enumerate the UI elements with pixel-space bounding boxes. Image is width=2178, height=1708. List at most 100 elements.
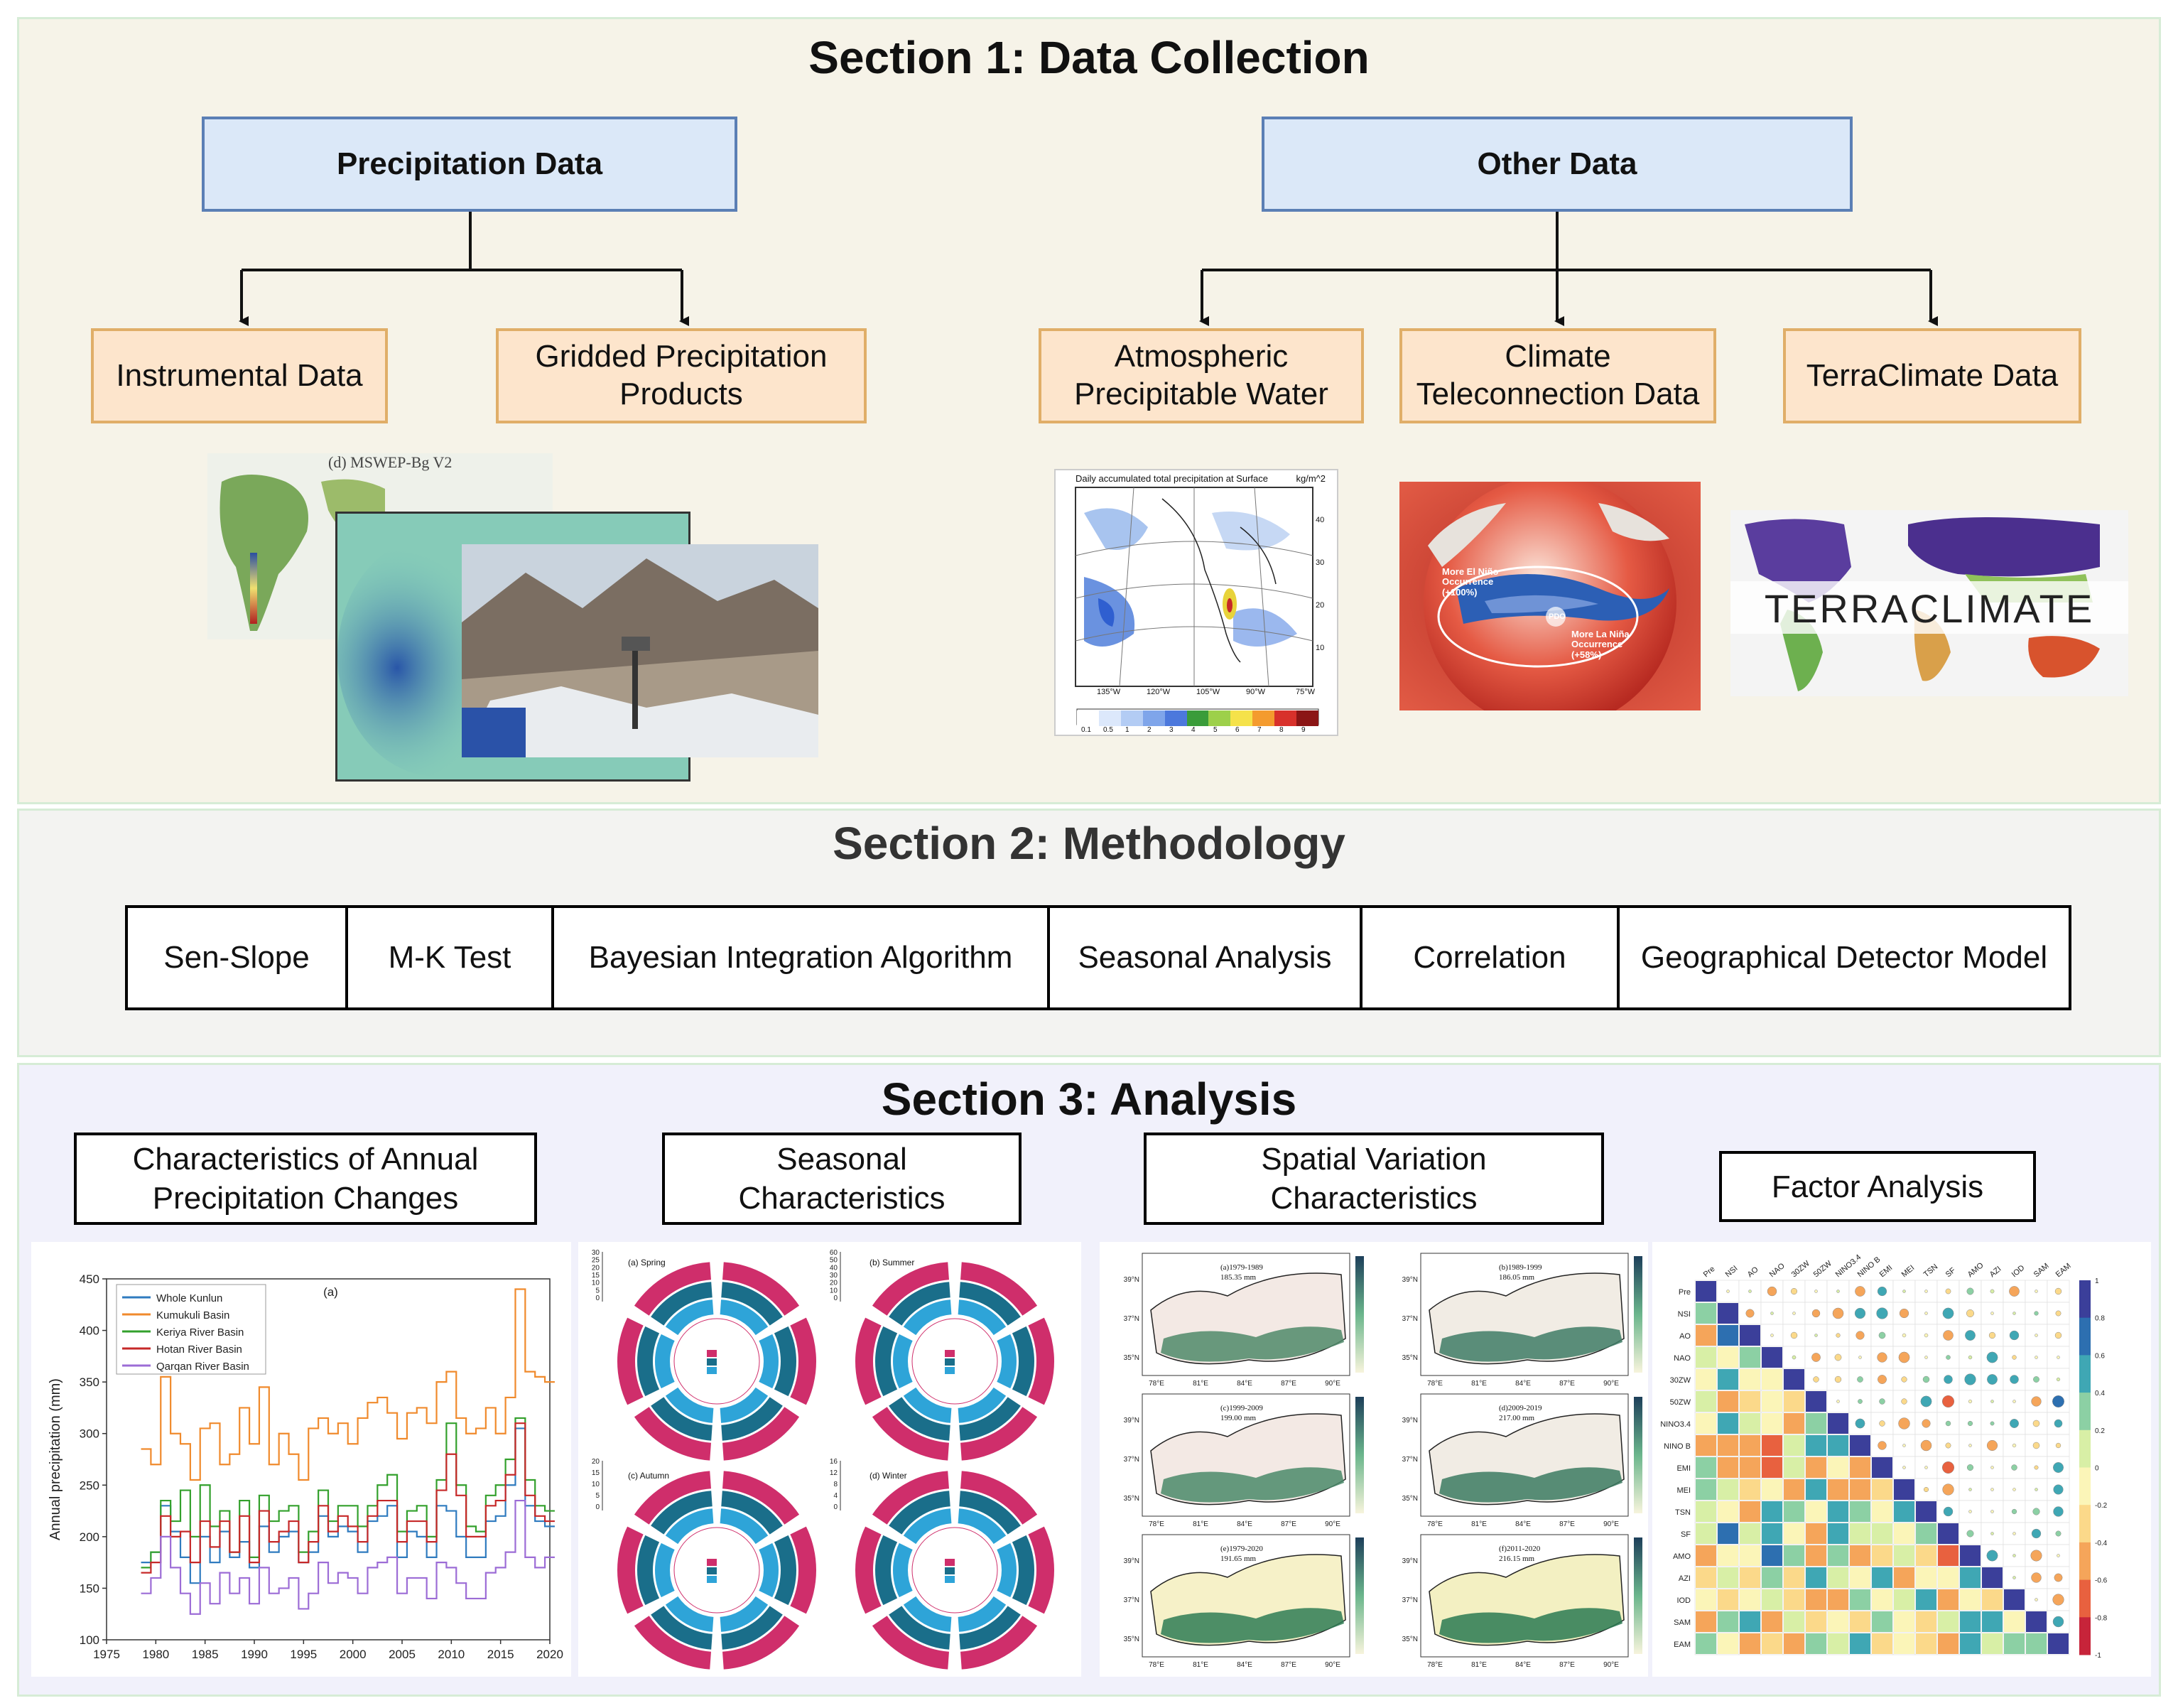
apw-colorbar-tick: 1: [1125, 726, 1129, 734]
corr-upper-marker: [1946, 1355, 1951, 1360]
x-tick-label: 2010: [438, 1648, 465, 1661]
apw-colorbar-tick: 5: [1213, 726, 1218, 734]
corr-upper-marker: [1924, 1356, 1928, 1359]
map-lon-tick: 90°E: [1603, 1661, 1619, 1669]
ring-segment: [997, 1334, 1017, 1389]
corr-colorbar-step: [2079, 1505, 2091, 1543]
corr-upper-marker: [1899, 1308, 1909, 1319]
corr-diagonal-cell: [1784, 1369, 1804, 1390]
ring-legend-swatch: [945, 1350, 955, 1357]
ring-segment: [855, 1317, 882, 1405]
map-lon-tick: 81°E: [1193, 1661, 1208, 1669]
map-lon-tick: 78°E: [1427, 1520, 1443, 1528]
section1-connectors: [239, 212, 1938, 326]
corr-upper-marker: [2031, 1528, 2042, 1539]
map-colorbar: [1355, 1397, 1364, 1513]
corr-lower-cell: [1806, 1567, 1826, 1588]
map-colorbar: [1634, 1397, 1642, 1513]
map-lon-tick: 81°E: [1193, 1380, 1208, 1388]
corr-upper-marker: [2054, 1573, 2063, 1582]
ring-segment: [721, 1282, 783, 1326]
corr-upper-marker: [2031, 1572, 2042, 1583]
apw-lat-tick: 10: [1316, 644, 1325, 652]
ring-segment: [960, 1616, 1038, 1670]
precip-band: [1439, 1467, 1622, 1503]
corr-lower-cell: [2026, 1633, 2047, 1654]
ring-segment: [722, 1407, 800, 1461]
corr-lower-cell: [1960, 1611, 1981, 1632]
corr-diagonal-cell: [2026, 1611, 2047, 1632]
season-label-winter: (d) Winter: [869, 1471, 907, 1481]
corr-lower-cell: [1762, 1567, 1782, 1588]
la-nina-label: More La Niña Occurrence (+58%): [1571, 629, 1630, 660]
corr-lower-cell: [1784, 1391, 1804, 1412]
corr-diagonal-cell: [1850, 1435, 1870, 1456]
corr-lower-cell: [1850, 1501, 1870, 1522]
corr-lower-cell: [1806, 1523, 1826, 1544]
corr-upper-marker: [1790, 1331, 1798, 1339]
map-lon-tick: 84°E: [1237, 1661, 1252, 1669]
ring-segment: [872, 1471, 949, 1525]
corr-upper-marker: [2012, 1532, 2016, 1535]
factor-col-label: 50ZW: [1812, 1259, 1834, 1279]
corr-upper-marker: [2012, 1312, 2016, 1315]
corr-lower-cell: [1872, 1501, 1892, 1522]
corr-lower-cell: [1762, 1391, 1782, 1412]
ring-segment: [774, 1326, 796, 1397]
corr-upper-marker: [1920, 1395, 1932, 1407]
apw-colorbar-tick: 0.5: [1103, 726, 1113, 734]
ring-segment: [1028, 1317, 1054, 1405]
ring-segment: [759, 1542, 779, 1598]
corr-diagonal-cell: [2048, 1633, 2069, 1654]
corr-upper-marker: [1945, 1442, 1951, 1449]
ring-segment: [960, 1262, 1038, 1316]
corr-upper-marker: [1813, 1376, 1819, 1383]
apw-map-units: kg/m^2: [1296, 473, 1326, 484]
map-colorbar: [1355, 1537, 1364, 1654]
corr-lower-cell: [1938, 1633, 1958, 1654]
ring-axis-tick: 0: [595, 1503, 600, 1511]
corr-lower-cell: [2004, 1611, 2025, 1632]
ring-segment: [790, 1317, 816, 1405]
factor-col-label: TSN: [1922, 1263, 1940, 1279]
map-lat-tick: 37°N: [1402, 1315, 1418, 1323]
corr-upper-marker: [1814, 1334, 1818, 1337]
ring-segment: [903, 1508, 952, 1545]
gridded-products-box: Gridded Precipitation Products: [496, 328, 867, 423]
corr-diagonal-cell: [1762, 1347, 1782, 1368]
ring-segment: [637, 1326, 660, 1397]
corr-lower-cell: [1784, 1479, 1804, 1500]
corr-lower-cell: [1960, 1633, 1981, 1654]
corr-upper-marker: [1811, 1309, 1821, 1318]
factor-row-label: SF: [1681, 1530, 1691, 1539]
corr-lower-cell: [1960, 1567, 1981, 1588]
spatial-map-period: (e)1979-2020: [1220, 1545, 1263, 1553]
factor-row-label: SAM: [1674, 1618, 1691, 1627]
ring-axis-tick: 10: [592, 1280, 600, 1287]
corr-lower-cell: [1828, 1479, 1848, 1500]
corr-lower-cell: [1696, 1457, 1716, 1478]
spatial-map-mean: 217.00 mm: [1499, 1414, 1535, 1422]
corr-upper-marker: [2010, 1375, 2019, 1384]
seasonal-characteristics-box: Seasonal Characteristics: [662, 1133, 1022, 1225]
corr-lower-cell: [1696, 1413, 1716, 1434]
factor-col-label: EMI: [1878, 1264, 1895, 1280]
terraclimate-map-image: TERRACLIMATE: [1730, 510, 2128, 696]
corr-lower-cell: [1806, 1589, 1826, 1610]
method-geographical-detector: Geographical Detector Model: [1640, 940, 2048, 975]
ring-segment: [617, 1317, 644, 1405]
corr-lower-cell: [1740, 1435, 1760, 1456]
corr-lower-cell: [1762, 1523, 1782, 1544]
apw-colorbar-tick: 3: [1169, 726, 1174, 734]
corr-upper-marker: [1878, 1375, 1887, 1384]
corr-lower-cell: [1784, 1633, 1804, 1654]
map-lat-tick: 35°N: [1402, 1495, 1418, 1503]
ring-axis-tick: 15: [592, 1469, 600, 1477]
corr-lower-cell: [1894, 1633, 1914, 1654]
apw-map-image: Daily accumulated total precipitation at…: [1054, 469, 1338, 736]
ring-legend-swatch: [707, 1350, 717, 1357]
corr-colorbar-step: [2079, 1617, 2091, 1655]
